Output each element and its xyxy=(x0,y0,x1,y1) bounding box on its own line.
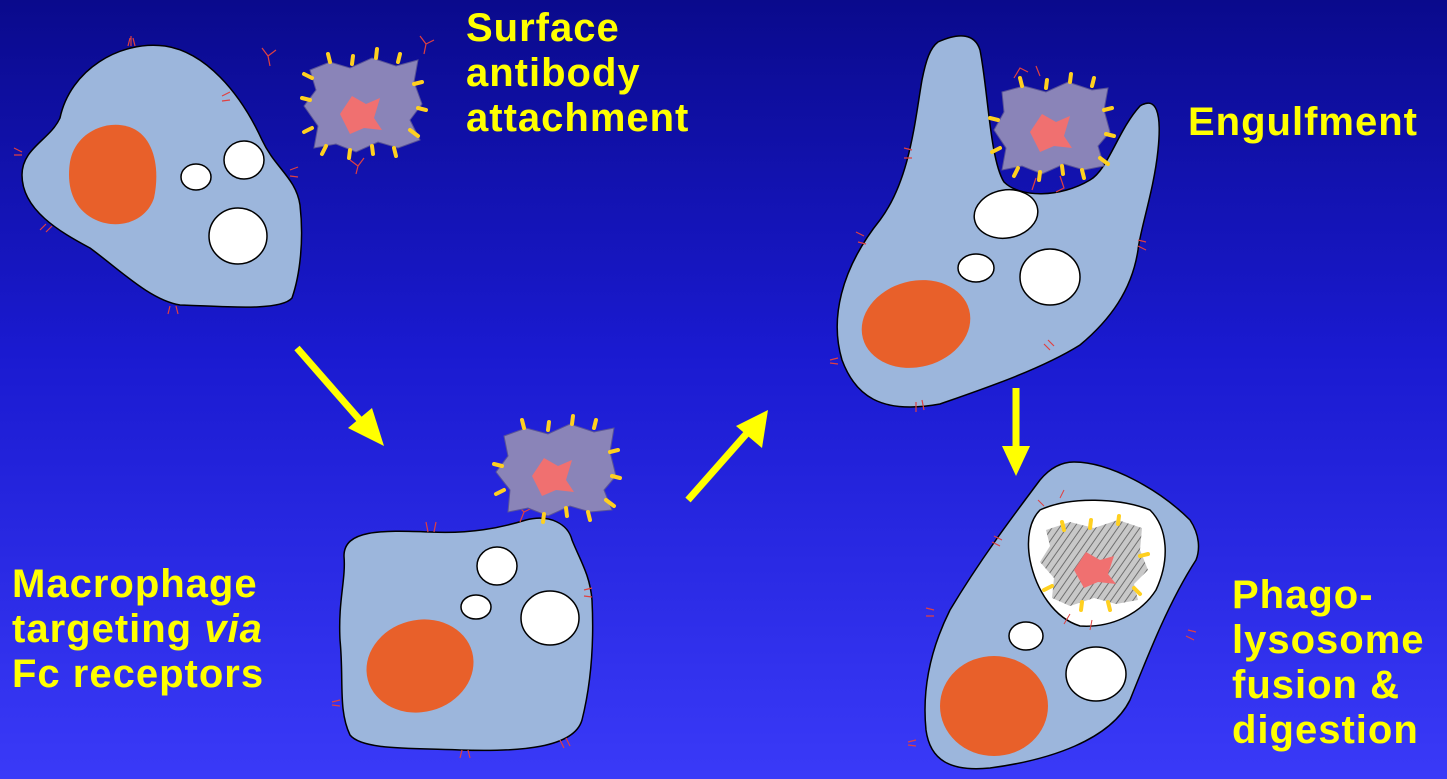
cell-3-vacuole xyxy=(1020,249,1080,305)
macrophage-cell-1 xyxy=(14,36,302,314)
label-macrophage-targeting: Macrophage targeting via Fc receptors xyxy=(12,562,264,697)
antigen-particle-2 xyxy=(494,416,620,522)
cell-3-vacuole xyxy=(958,254,994,282)
label-italic-text: via xyxy=(204,607,263,651)
cell-4-vacuole xyxy=(1009,622,1043,650)
macrophage-cell-2 xyxy=(332,500,593,758)
yellow-arrow-icon xyxy=(688,410,768,500)
label-line: lysosome xyxy=(1232,618,1425,663)
cell-1-body xyxy=(22,45,302,307)
label-text: targeting xyxy=(12,607,204,651)
macrophage-cell-3 xyxy=(830,36,1159,412)
cell-2-vacuole xyxy=(521,591,579,645)
label-line: attachment xyxy=(466,96,689,141)
cell-1-nucleus xyxy=(69,125,156,224)
label-line: antibody xyxy=(466,51,689,96)
label-line: targeting via xyxy=(12,607,264,652)
cell-1-vacuole xyxy=(181,164,211,190)
cell-1-vacuole xyxy=(209,208,267,264)
macrophage-cell-4 xyxy=(908,462,1198,769)
cell-2-vacuole xyxy=(461,595,491,619)
label-line: Fc receptors xyxy=(12,652,264,697)
label-line: fusion & xyxy=(1232,663,1425,708)
antigen-particle-1 xyxy=(302,49,426,158)
label-line: Macrophage xyxy=(12,562,264,607)
cell-4-nucleus xyxy=(940,656,1048,756)
cell-1-vacuole xyxy=(224,141,264,179)
label-line: Surface xyxy=(466,6,689,51)
label-line: Phago- xyxy=(1232,573,1425,618)
label-line: digestion xyxy=(1232,708,1425,753)
cell-2-vacuole xyxy=(477,547,517,585)
label-phagolysosome-fusion: Phago- lysosome fusion & digestion xyxy=(1232,573,1425,753)
antigen-particle-3 xyxy=(990,66,1114,192)
yellow-arrow-icon xyxy=(297,348,384,446)
yellow-arrow-icon xyxy=(1002,388,1030,476)
label-engulfment: Engulfment xyxy=(1188,100,1418,145)
label-surface-antibody-attachment: Surface antibody attachment xyxy=(466,6,689,141)
cell-4-vacuole xyxy=(1066,647,1126,701)
label-line: Engulfment xyxy=(1188,100,1418,145)
